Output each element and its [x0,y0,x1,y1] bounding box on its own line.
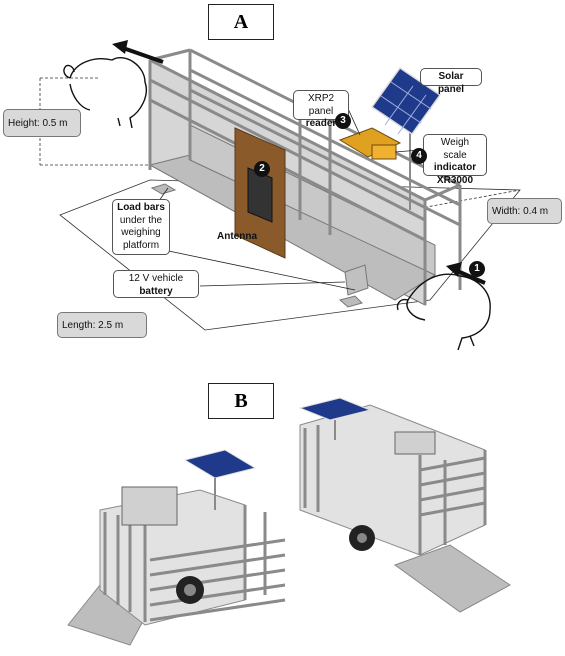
reader-box [338,127,402,158]
marker-1: 1 [469,261,485,277]
panel-b-artwork [67,397,511,646]
panel-b-letter: B [208,383,274,419]
load-line1: Load bars [117,202,165,213]
indicator-box [371,144,397,160]
footprint-outline [59,179,521,331]
right-crate-solar [298,397,372,421]
right-crate-indicator [394,431,436,455]
marker-3: 3 [335,113,351,129]
load-line2: under the [119,214,163,226]
right-crate-body [299,404,486,556]
weigh-line2: indicator [433,162,477,173]
solar-panel-text: Solar panel [437,71,465,95]
battery-label: 12 V vehicle battery [113,270,199,298]
length-label: Length: 2.5 m [57,312,147,338]
entry-arrow [446,262,486,285]
battery-line2: battery [139,285,173,297]
weigh-scale-label: Weigh scale indicator XR3000 [423,134,487,186]
load-bars-label: Load bars under the weighing platform [112,199,170,255]
left-crate-bars [103,505,286,622]
left-crate-solar [183,449,257,479]
load-bar-foot [338,295,363,308]
height-label: Height: 0.5 m [3,109,81,137]
xrp2-line1: XRP2 [307,93,335,104]
battery [344,264,369,296]
panel-a-letter: A [208,4,274,40]
weigh-line1: Weigh scale [440,137,470,161]
battery-line1: 12 V vehicle [128,273,184,284]
marker-4: 4 [411,148,427,164]
weigh-line3: XR3000 [436,174,474,186]
right-crate-bars [303,425,487,555]
load-bar-foot [150,183,177,195]
solar-panel-label: Solar panel [420,68,482,95]
load-line3: weighing [121,227,161,238]
sheep-outline-exit [63,57,147,129]
callout-leaders [139,101,421,291]
antenna-label: Antenna [217,231,257,242]
load-line4: platform [122,239,160,251]
width-label: Width: 0.4 m [487,198,562,224]
left-crate-indicator [121,486,178,526]
marker-2: 2 [254,161,270,177]
xrp2-line2: panel reader [305,105,337,130]
sheep-outline-entry [396,273,491,351]
exit-arrow [112,40,164,64]
right-crate-ramp [393,544,511,613]
